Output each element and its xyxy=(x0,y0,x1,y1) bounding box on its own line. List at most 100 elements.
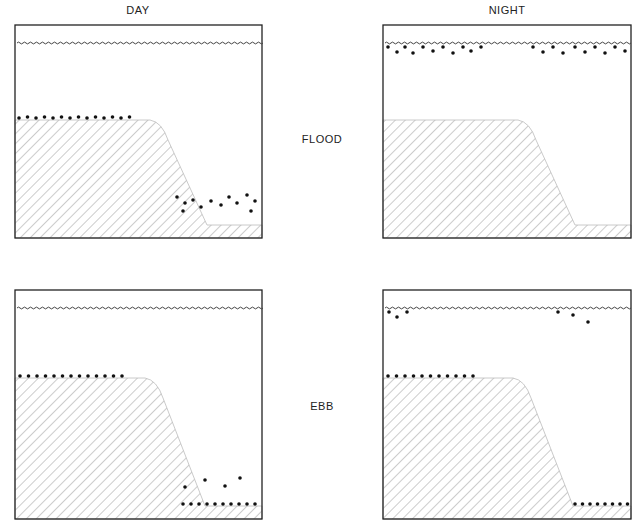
seabed-shelf xyxy=(383,378,631,519)
fish-dot xyxy=(219,203,223,207)
panel-frame xyxy=(383,25,631,238)
fish-dot xyxy=(623,49,627,53)
fish-dot xyxy=(386,45,390,49)
fish-dot xyxy=(583,50,587,54)
fish-dot xyxy=(85,116,89,120)
fish-dot xyxy=(411,51,415,55)
fish-dot xyxy=(26,115,30,119)
fish-dot xyxy=(441,45,445,49)
seabed-shelf xyxy=(15,378,262,519)
fish-dot xyxy=(17,116,21,120)
fish-dot xyxy=(103,374,107,378)
fish-dot xyxy=(626,502,630,506)
fish-dot xyxy=(205,502,209,506)
fish-dot xyxy=(209,199,213,203)
fish-dot xyxy=(112,374,116,378)
fish-dot xyxy=(463,374,467,378)
water-surface xyxy=(385,42,631,44)
fish-dot xyxy=(197,502,201,506)
fish-dot xyxy=(420,374,424,378)
fish-dot xyxy=(175,195,179,199)
fish-dot xyxy=(35,374,39,378)
fish-dot xyxy=(181,209,185,213)
panel-frame xyxy=(383,290,631,519)
fish-dot xyxy=(451,51,455,55)
fish-dot xyxy=(18,374,22,378)
fish-dot xyxy=(618,502,622,506)
water-surface xyxy=(385,307,631,309)
fish-dot xyxy=(52,374,56,378)
seabed-shelf xyxy=(383,120,631,238)
fish-dot xyxy=(581,502,585,506)
fish-dot xyxy=(61,374,65,378)
fish-dot xyxy=(437,374,441,378)
fish-dot xyxy=(77,115,81,119)
fish-dot xyxy=(387,310,391,314)
fish-dot xyxy=(60,115,64,119)
fish-dot xyxy=(203,478,207,482)
fish-dot xyxy=(573,45,577,49)
fish-dot xyxy=(586,320,590,324)
fish-dot xyxy=(446,374,450,378)
fish-dot xyxy=(238,476,242,480)
fish-dot xyxy=(34,116,38,120)
fish-dot xyxy=(469,49,473,53)
fish-dot xyxy=(386,374,390,378)
fish-dot xyxy=(245,193,249,197)
fish-dot xyxy=(221,502,225,506)
fish-dot xyxy=(249,209,253,213)
panel-frame xyxy=(15,25,262,238)
fish-dot xyxy=(395,315,399,319)
fish-dot xyxy=(183,201,187,205)
fish-dot xyxy=(69,374,73,378)
fish-dot xyxy=(245,502,249,506)
fish-dot xyxy=(471,374,475,378)
fish-dot xyxy=(551,45,555,49)
fish-dot xyxy=(223,484,227,488)
fish-dot xyxy=(119,116,123,120)
fish-dot xyxy=(111,115,115,119)
fish-dot xyxy=(403,45,407,49)
fish-dot xyxy=(403,374,407,378)
fish-dot xyxy=(253,502,257,506)
fish-dot xyxy=(183,485,187,489)
fish-dot xyxy=(603,502,607,506)
fish-dot xyxy=(421,45,425,49)
fish-dot xyxy=(44,374,48,378)
fish-dot xyxy=(95,374,99,378)
seabed-shelf xyxy=(15,120,262,238)
fish-dot xyxy=(561,51,565,55)
fish-dot xyxy=(68,116,72,120)
column-heading: NIGHT xyxy=(487,4,528,16)
fish-dot xyxy=(253,199,257,203)
fish-dot xyxy=(454,374,458,378)
fish-dot xyxy=(395,374,399,378)
fish-dot xyxy=(191,198,195,202)
fish-dot xyxy=(412,374,416,378)
water-surface xyxy=(17,307,263,309)
column-heading: DAY xyxy=(124,4,151,16)
fish-dot xyxy=(86,374,90,378)
fish-dot xyxy=(541,50,545,54)
fish-dot xyxy=(51,116,55,120)
fish-dot xyxy=(78,374,82,378)
fish-dot xyxy=(571,313,575,317)
panel-frame xyxy=(15,290,262,519)
water-surface xyxy=(17,42,263,44)
fish-dot xyxy=(531,45,535,49)
fish-dot xyxy=(603,51,607,55)
fish-dot xyxy=(94,115,98,119)
fish-dot xyxy=(429,374,433,378)
fish-dot xyxy=(181,502,185,506)
fish-dot xyxy=(27,374,31,378)
fish-dot xyxy=(461,45,465,49)
row-heading: EBB xyxy=(308,400,336,412)
fish-dot xyxy=(235,201,239,205)
fish-dot xyxy=(229,502,233,506)
fish-dot xyxy=(43,115,47,119)
fish-dot xyxy=(128,115,132,119)
fish-dot xyxy=(613,45,617,49)
fish-dot xyxy=(431,49,435,53)
fish-dot xyxy=(189,502,193,506)
